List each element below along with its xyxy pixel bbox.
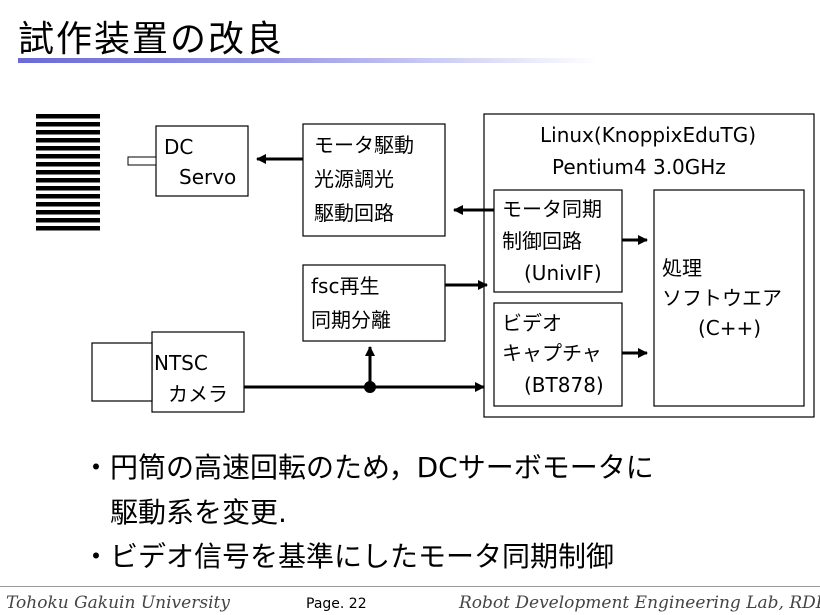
processing-label-1: 処理 — [662, 256, 702, 280]
motor-drive-label-1: モータ駆動 — [314, 133, 414, 157]
motor-drive-label-3: 駆動回路 — [314, 201, 394, 225]
dc-servo-box — [155, 125, 249, 197]
processing-software-box — [653, 189, 805, 407]
camera-body — [151, 331, 245, 413]
pc-os-label: Linux(KnoppixEduTG) — [540, 123, 757, 147]
cylinder-stripe — [36, 186, 100, 191]
signal-junction-dot — [364, 381, 376, 393]
title-underline — [18, 58, 598, 63]
dc-servo-label-1: DC — [164, 135, 194, 159]
cylinder-stripe — [36, 218, 100, 223]
bullet-2: ・ビデオ信号を基準にしたモータ同期制御 — [82, 540, 615, 573]
footer-university: Tohoku Gakuin University — [6, 593, 230, 613]
camera-label-2: カメラ — [168, 382, 228, 406]
cylinder-stripe — [36, 114, 100, 119]
cylinder-stripe — [36, 162, 100, 167]
processing-label-3: (C++) — [698, 316, 762, 340]
video-capture-label-1: ビデオ — [502, 311, 562, 335]
pc-cpu-label: Pentium4 3.0GHz — [552, 155, 726, 179]
motor-sync-label-2: 制御回路 — [502, 229, 582, 253]
cylinder-stripe — [36, 122, 100, 127]
cylinder-stripe — [36, 138, 100, 143]
footer-divider — [0, 586, 820, 587]
camera-lens — [91, 342, 153, 402]
video-capture-label-2: キャプチャ — [502, 341, 602, 365]
cylinder-stripe — [36, 226, 100, 231]
cylinder-stripe — [36, 202, 100, 207]
footer-page-number: Page. 22 — [306, 596, 367, 612]
cylinder-stripe — [36, 178, 100, 183]
servo-shaft — [127, 156, 157, 166]
cylinder-stripe — [36, 154, 100, 159]
fsc-label-1: fsc再生 — [311, 274, 380, 298]
bullet-1-continuation: 駆動系を変更. — [110, 496, 287, 529]
slide-title: 試作装置の改良 — [18, 19, 285, 60]
footer-lab-name: Robot Development Engineering Lab, RDE — [459, 593, 820, 613]
dc-servo-label-2: Servo — [179, 165, 237, 189]
processing-label-2: ソフトウエア — [662, 286, 782, 310]
video-capture-box — [493, 302, 623, 407]
cylinder-stripe — [36, 146, 100, 151]
video-capture-label-3: (BT878) — [524, 373, 604, 397]
cylinder-stripe — [36, 170, 100, 175]
motor-sync-label-1: モータ同期 — [502, 197, 602, 221]
fsc-sync-box — [302, 264, 446, 342]
striped-rotating-cylinder — [36, 114, 100, 232]
cylinder-stripe — [36, 194, 100, 199]
fsc-label-2: 同期分離 — [311, 308, 391, 332]
cylinder-stripe — [36, 210, 100, 215]
camera-label-1: NTSC — [154, 351, 208, 375]
motor-drive-label-2: 光源調光 — [314, 167, 394, 191]
motor-drive-box — [302, 123, 446, 237]
bullet-1: ・円筒の高速回転のため，DCサーボモータに — [82, 451, 654, 484]
cylinder-stripe — [36, 130, 100, 135]
motor-sync-box — [493, 189, 623, 293]
motor-sync-label-3: (UnivIF) — [524, 261, 602, 285]
